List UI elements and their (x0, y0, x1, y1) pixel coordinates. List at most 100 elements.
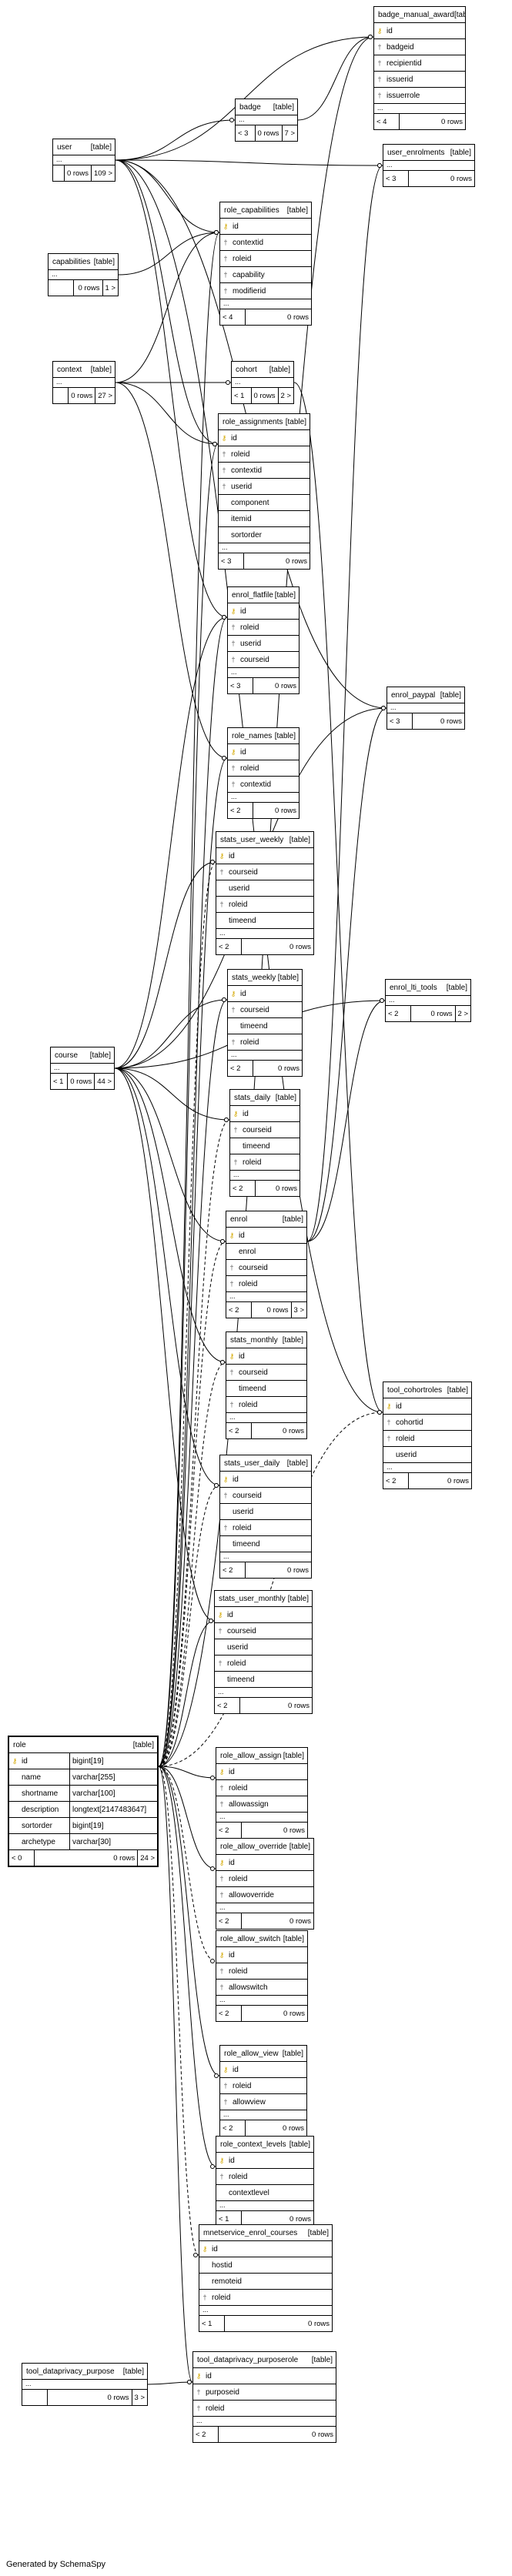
column-name[interactable]: roleid (239, 1279, 258, 1288)
table-enrol-flatfile[interactable]: enrol_flatfile[table]⚷id†roleid†userid†c… (227, 586, 300, 694)
column-name[interactable]: id (229, 851, 235, 860)
child-count[interactable]: 7 > (284, 129, 295, 138)
column-name[interactable]: roleid (240, 623, 259, 632)
column-name[interactable]: id (229, 1767, 235, 1776)
parent-count[interactable]: < 2 (216, 2006, 242, 2021)
column-name[interactable]: sortorder (22, 1821, 53, 1830)
column-name[interactable]: id (227, 1610, 233, 1619)
child-count[interactable]: 109 > (93, 169, 112, 178)
column-name[interactable]: remoteid (212, 2277, 242, 2286)
child-count[interactable]: 2 > (457, 1009, 468, 1018)
table-role-capabilities[interactable]: role_capabilities[table]⚷id†contextid†ro… (219, 202, 312, 326)
table-name[interactable]: enrol_paypal (391, 690, 436, 700)
table-name[interactable]: mnetservice_enrol_courses (203, 2228, 298, 2237)
column-name[interactable]: courseid (233, 1491, 262, 1500)
column-name[interactable]: allowview (233, 2097, 266, 2107)
column-name[interactable]: sortorder (231, 530, 263, 540)
column-name[interactable]: allowassign (229, 1799, 269, 1809)
column-name[interactable]: id (233, 2065, 239, 2074)
column-name[interactable]: roleid (243, 1158, 262, 1167)
column-name[interactable]: roleid (229, 1783, 248, 1793)
column-name[interactable]: allowswitch (229, 1983, 268, 1992)
parent-count[interactable]: < 2 (228, 803, 253, 818)
column-name[interactable]: id (233, 222, 239, 231)
parent-count[interactable]: < 2 (386, 1006, 411, 1021)
column-name[interactable]: id (243, 1109, 249, 1118)
column-name[interactable]: roleid (229, 2172, 248, 2181)
parent-count[interactable]: < 2 (220, 2120, 246, 2136)
column-name[interactable]: roleid (206, 2404, 225, 2413)
table-role-allow-assign[interactable]: role_allow_assign[table]⚷id†roleid†allow… (216, 1747, 308, 1839)
table-name[interactable]: role (13, 1740, 26, 1749)
child-count[interactable]: 2 > (280, 391, 291, 400)
table-role-names[interactable]: role_names[table]⚷id†roleid†contextid...… (227, 727, 300, 819)
column-name[interactable]: issuerid (387, 75, 413, 84)
child-count[interactable]: 3 > (134, 2393, 145, 2402)
table-role-allow-override[interactable]: role_allow_override[table]⚷id†roleid†all… (216, 1838, 314, 1929)
table-name[interactable]: stats_user_monthly (219, 1594, 286, 1603)
column-name[interactable]: roleid (229, 1874, 248, 1883)
child-count[interactable]: 24 > (140, 1853, 155, 1863)
child-count[interactable]: 44 > (97, 1077, 112, 1086)
column-name[interactable]: roleid (212, 2293, 231, 2302)
table-name[interactable]: role_allow_override (220, 1842, 287, 1851)
column-name[interactable]: timeend (239, 1384, 266, 1393)
column-name[interactable]: roleid (396, 1434, 415, 1443)
column-name[interactable]: roleid (229, 900, 248, 909)
table-name[interactable]: cohort (236, 365, 257, 374)
column-name[interactable]: roleid (233, 1523, 252, 1532)
column-name[interactable]: description (22, 1805, 59, 1814)
column-name[interactable]: id (206, 2371, 212, 2381)
parent-count[interactable]: < 3 (228, 678, 253, 693)
column-name[interactable]: userid (396, 1450, 417, 1459)
parent-count[interactable]: < 1 (216, 2211, 242, 2227)
column-name[interactable]: enrol (239, 1247, 256, 1256)
parent-count[interactable]: < 2 (228, 1061, 253, 1076)
table-name[interactable]: role_capabilities (224, 205, 279, 215)
table-name[interactable]: tool_dataprivacy_purposerole (197, 2355, 299, 2364)
column-name[interactable]: userid (227, 1642, 249, 1652)
table-name[interactable]: user (57, 142, 72, 152)
parent-count[interactable]: < 3 (387, 713, 413, 729)
column-name[interactable]: id (396, 1402, 402, 1411)
table-name[interactable]: user_enrolments (387, 148, 445, 157)
column-name[interactable]: id (212, 2244, 218, 2254)
column-name[interactable]: courseid (243, 1125, 272, 1134)
column-name[interactable]: id (240, 606, 246, 616)
parent-count[interactable]: < 2 (383, 1473, 409, 1488)
column-name[interactable]: id (22, 1756, 28, 1766)
column-name[interactable]: userid (233, 1507, 254, 1516)
column-name[interactable]: contextlevel (229, 2188, 269, 2197)
column-name[interactable]: roleid (233, 254, 252, 263)
column-name[interactable]: roleid (239, 1400, 258, 1409)
table-name[interactable]: badge (239, 102, 261, 112)
table-role-allow-switch[interactable]: role_allow_switch[table]⚷id†roleid†allow… (216, 1930, 308, 2022)
column-name[interactable]: cohortid (396, 1418, 423, 1427)
table-name[interactable]: role_assignments (223, 417, 283, 426)
parent-count[interactable]: < 3 (383, 171, 409, 186)
column-name[interactable]: roleid (240, 763, 259, 773)
column-name[interactable]: issuerrole (387, 91, 420, 100)
table-name[interactable]: stats_weekly (232, 973, 276, 982)
column-name[interactable]: badgeid (387, 42, 414, 52)
column-name[interactable]: modifierid (233, 286, 266, 296)
table-name[interactable]: badge_manual_award (378, 10, 454, 19)
column-name[interactable]: contextid (233, 238, 264, 247)
column-name[interactable]: timeend (243, 1141, 270, 1151)
table-tool-cohortroles[interactable]: tool_cohortroles[table]⚷id†cohortid†role… (383, 1382, 472, 1489)
column-name[interactable]: shortname (22, 1789, 59, 1798)
column-name[interactable]: userid (229, 884, 250, 893)
parent-count[interactable]: < 3 (219, 553, 244, 569)
column-name[interactable]: courseid (240, 655, 269, 664)
table-name[interactable]: stats_user_weekly (220, 835, 284, 844)
column-name[interactable]: id (240, 747, 246, 757)
table-name[interactable]: tool_dataprivacy_purpose (26, 2367, 115, 2376)
parent-count[interactable]: < 2 (220, 1562, 246, 1578)
